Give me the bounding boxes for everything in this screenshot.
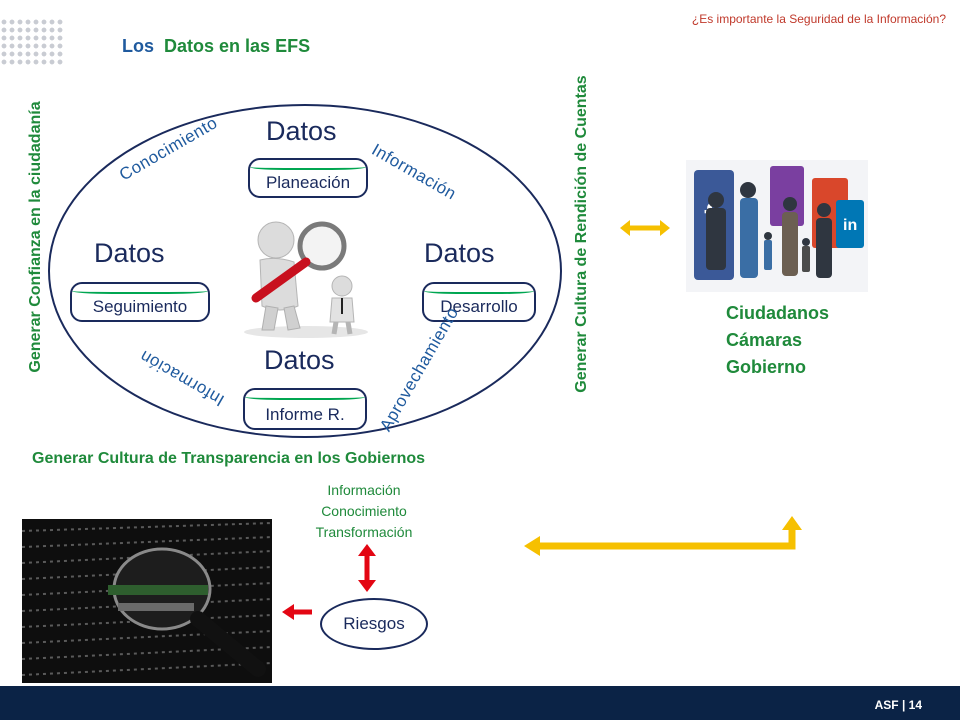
magnifier-figure-illustration xyxy=(244,221,368,338)
datos-label-top: Datos xyxy=(266,116,337,146)
header-question: ¿Es importante la Seguridad de la Inform… xyxy=(691,12,946,26)
flow-labels: Información Conocimiento Transformación xyxy=(294,480,434,543)
yellow-elbow-arrow-icon xyxy=(524,516,802,556)
double-arrow-icon xyxy=(620,220,670,236)
cycle-ellipse xyxy=(48,104,562,438)
stage-seguimiento: Seguimiento xyxy=(70,282,210,322)
citizens-list: Ciudadanos Cámaras Gobierno xyxy=(726,300,829,381)
citizen-camaras: Cámaras xyxy=(726,330,803,350)
stage-desarrollo: Desarrollo xyxy=(422,282,536,322)
flow-informacion: Información xyxy=(327,482,401,498)
riesgos-label: Riesgos xyxy=(343,614,405,633)
bottom-label: Generar Cultura de Transparencia en los … xyxy=(32,450,426,467)
svg-text:in: in xyxy=(843,217,857,234)
title-part1: Los xyxy=(122,36,155,56)
citizen-gobierno: Gobierno xyxy=(726,357,806,377)
riesgos-ellipse: Riesgos xyxy=(320,598,428,650)
flow-transformacion: Transformación xyxy=(315,524,413,540)
red-left-arrow-icon xyxy=(282,604,312,620)
title-part2: Datos en las EFS xyxy=(164,36,311,56)
datos-label-bottom: Datos xyxy=(264,345,335,375)
stage-planeacion: Planeación xyxy=(248,158,368,198)
footer-bar xyxy=(0,686,960,720)
decorative-dots xyxy=(0,18,64,66)
right-side-label: Generar Cultura de Rendición de Cuentas xyxy=(573,75,590,393)
datos-label-right: Datos xyxy=(424,238,495,268)
vertical-double-arrow-icon xyxy=(358,544,376,592)
binary-password-image xyxy=(22,519,272,683)
flow-conocimiento: Conocimiento xyxy=(321,503,407,519)
social-media-people-illustration: f in xyxy=(686,160,868,292)
slide-title: Los Datos en las EFS xyxy=(122,36,310,57)
stage-informe: Informe R. xyxy=(243,388,367,430)
citizen-ciudadanos: Ciudadanos xyxy=(726,303,830,323)
datos-label-left: Datos xyxy=(94,238,165,268)
footer-label: ASF | 14 xyxy=(874,698,922,712)
left-side-label: Generar Confianza en la ciudadanía xyxy=(27,101,44,373)
